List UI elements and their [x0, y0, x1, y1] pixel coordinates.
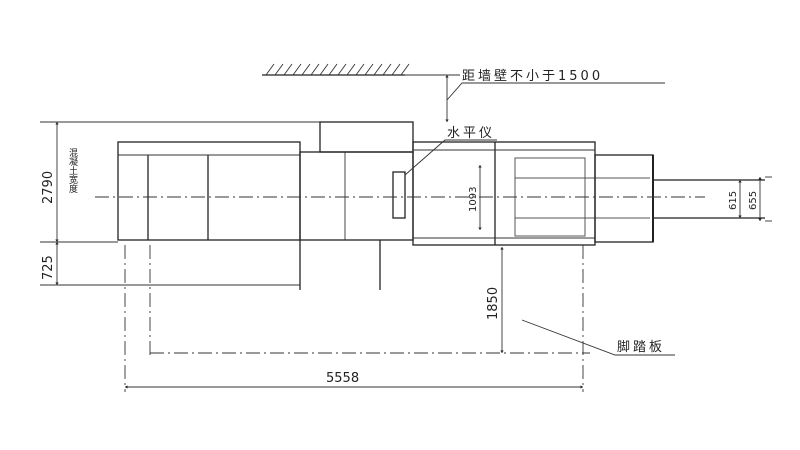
hatch-line — [373, 63, 383, 76]
height-main-label: 2790 — [41, 171, 56, 204]
hatch-line — [382, 63, 392, 76]
hatch-line — [292, 63, 302, 76]
total-length-label: 5558 — [326, 371, 359, 386]
pedal-label: 脚踏板 — [617, 339, 665, 355]
hatch-line — [391, 63, 401, 76]
hatch-line — [301, 63, 311, 76]
height-lower-label: 725 — [41, 255, 56, 280]
hatch-line — [364, 63, 374, 76]
level-gauge — [392, 171, 406, 219]
hatch-line — [265, 63, 275, 76]
hatch-line — [328, 63, 338, 76]
wall-distance-dimension: 距墙壁不小于1500 — [405, 69, 665, 122]
pedal-distance-label: 1850 — [486, 287, 501, 320]
hatch-line — [310, 63, 320, 76]
machine-body — [117, 121, 765, 290]
rod-outer-label: 655 — [748, 191, 759, 210]
wall-distance-label: 距墙壁不小于1500 — [462, 69, 603, 84]
hatch-line — [346, 63, 356, 76]
hatch-line — [283, 63, 293, 76]
hatch-line — [319, 63, 329, 76]
hatch-line — [337, 63, 347, 76]
wall-hatch — [262, 63, 410, 76]
level-gauge-callout: 水平仪 — [404, 126, 497, 176]
hatch-line — [355, 63, 365, 76]
level-gauge-label: 水平仪 — [447, 126, 495, 141]
floor-dimensions: 5558 1850 脚踏板 — [124, 245, 675, 392]
hatch-line — [400, 63, 410, 76]
hatch-line — [274, 63, 284, 76]
inner-width-label: 1093 — [468, 187, 479, 212]
rod-inner-label: 615 — [728, 191, 739, 210]
left-height-dimensions: 2790 725 混凝土宽度 — [40, 121, 320, 286]
concrete-width-label: 混凝土宽度 — [67, 148, 78, 194]
width-dimensions: 1093 615 655 — [468, 165, 772, 230]
